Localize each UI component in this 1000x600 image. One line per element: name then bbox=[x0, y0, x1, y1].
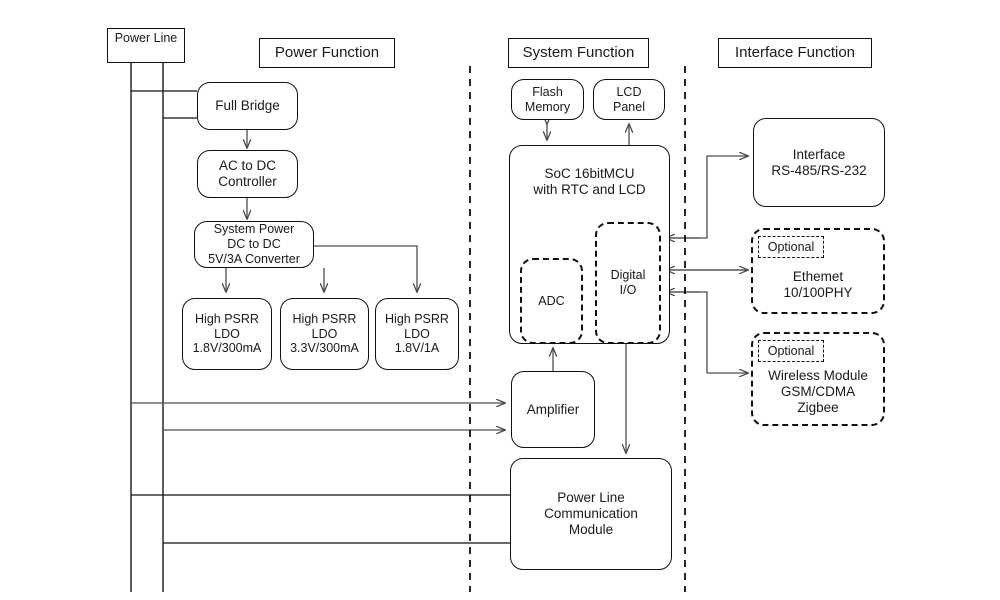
block-ac-to-dc-controller[interactable]: AC to DC Controller bbox=[197, 150, 298, 198]
power-line-bus bbox=[130, 62, 511, 592]
block-ldo-1v8-300ma[interactable]: High PSRR LDO 1.8V/300mA bbox=[182, 298, 272, 370]
block-flash-memory-label: Flash Memory bbox=[524, 84, 571, 114]
block-lcd-panel-label: LCD Panel bbox=[613, 84, 645, 114]
power-line-box: Power Line bbox=[107, 28, 185, 63]
power-line-title: Power Line bbox=[114, 31, 178, 45]
section-label-power-function-text: Power Function bbox=[274, 44, 380, 62]
block-amplifier-label: Amplifier bbox=[526, 401, 580, 417]
section-label-interface-function: Interface Function bbox=[718, 38, 872, 68]
block-wireless-module-label: Wireless Module GSM/CDMA Zigbee bbox=[768, 368, 868, 416]
block-soc-mcu-label: SoC 16bitMCU with RTC and LCD bbox=[533, 166, 646, 197]
block-ldo-1v8-1a[interactable]: High PSRR LDO 1.8V/1A bbox=[375, 298, 459, 370]
section-label-power-function: Power Function bbox=[259, 38, 395, 68]
block-full-bridge-label: Full Bridge bbox=[215, 98, 280, 114]
block-ldo-1v8-1a-label: High PSRR LDO 1.8V/1A bbox=[385, 311, 449, 356]
power-to-amplifier-arrows bbox=[131, 403, 505, 430]
block-ethernet-phy[interactable]: Ethemet 10/100PHY bbox=[751, 228, 885, 314]
section-label-system-function: System Function bbox=[508, 38, 649, 68]
section-label-interface-function-text: Interface Function bbox=[734, 44, 856, 62]
block-ldo-3v3-300ma-label: High PSRR LDO 3.3V/300mA bbox=[290, 311, 359, 356]
block-adc-label: ADC bbox=[538, 293, 565, 308]
block-system-power-converter-label: System Power DC to DC 5V/3A Converter bbox=[208, 222, 300, 266]
block-adc[interactable]: ADC bbox=[520, 258, 583, 344]
section-dividers bbox=[469, 66, 686, 592]
block-interface-rs485-rs232[interactable]: Interface RS-485/RS-232 bbox=[753, 118, 885, 207]
block-soc-mcu[interactable]: SoC 16bitMCU with RTC and LCD bbox=[509, 145, 670, 344]
badge-optional-ethernet-label: Optional bbox=[767, 239, 815, 254]
block-amplifier[interactable]: Amplifier bbox=[511, 371, 595, 448]
block-interface-rs485-rs232-label: Interface RS-485/RS-232 bbox=[771, 146, 867, 178]
block-digital-io-label: Digital I/O bbox=[610, 268, 646, 297]
badge-optional-wireless: Optional bbox=[758, 340, 824, 362]
block-ethernet-phy-label: Ethemet 10/100PHY bbox=[783, 269, 853, 301]
block-ldo-3v3-300ma[interactable]: High PSRR LDO 3.3V/300mA bbox=[280, 298, 369, 370]
block-system-power-converter[interactable]: System Power DC to DC 5V/3A Converter bbox=[194, 221, 314, 268]
interface-arrows bbox=[666, 156, 748, 373]
system-internal-arrows bbox=[547, 124, 629, 453]
block-flash-memory[interactable]: Flash Memory bbox=[511, 79, 584, 120]
block-digital-io[interactable]: Digital I/O bbox=[595, 222, 661, 344]
block-plc-module-label: Power Line Communication Module bbox=[544, 490, 638, 537]
block-ldo-1v8-300ma-label: High PSRR LDO 1.8V/300mA bbox=[192, 311, 262, 356]
block-full-bridge[interactable]: Full Bridge bbox=[197, 82, 298, 130]
block-ac-to-dc-controller-label: AC to DC Controller bbox=[218, 158, 277, 189]
block-wireless-module[interactable]: Wireless Module GSM/CDMA Zigbee bbox=[751, 332, 885, 426]
badge-optional-ethernet: Optional bbox=[758, 236, 824, 258]
block-lcd-panel[interactable]: LCD Panel bbox=[593, 79, 665, 120]
section-label-system-function-text: System Function bbox=[522, 44, 635, 62]
block-plc-module[interactable]: Power Line Communication Module bbox=[510, 458, 672, 570]
power-chain-arrows bbox=[226, 130, 417, 292]
badge-optional-wireless-label: Optional bbox=[767, 343, 815, 358]
